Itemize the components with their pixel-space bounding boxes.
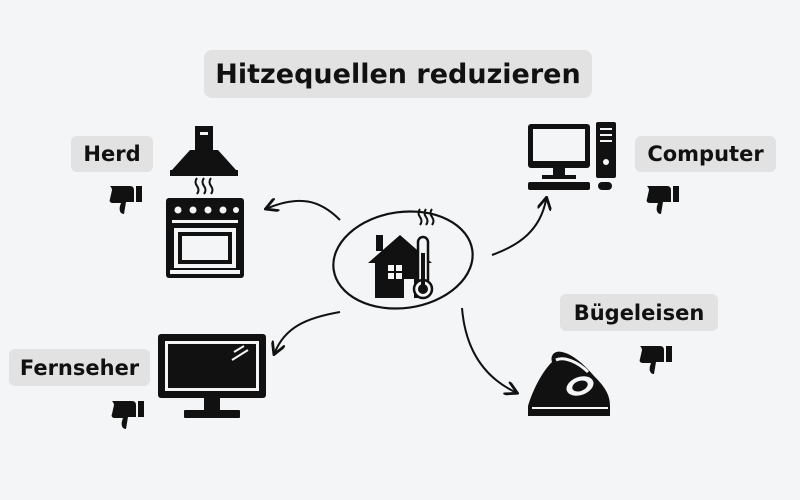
arrow-to-computer [491,200,546,256]
arrow-to-buegeleisen [461,307,515,392]
arrow-to-fernseher [275,311,341,352]
computer-label: Computer [635,136,776,172]
desktop-computer-icon [528,122,616,190]
thumbs-down-icon [639,346,672,374]
television-icon [158,334,266,418]
arrow-to-herd [268,201,341,221]
stove-hood-icon [166,126,244,278]
thumbs-down-icon [646,186,679,214]
thumbs-down-icon [111,401,144,429]
house-thermometer-icon [332,208,474,310]
thumbs-down-icon [109,186,142,214]
diagram-title: Hitzequellen reduzieren [204,50,592,98]
clothes-iron-icon [528,351,610,416]
herd-label: Herd [71,136,153,172]
fernseher-label: Fernseher [9,349,150,386]
buegeleisen-label: Bügeleisen [560,294,718,331]
